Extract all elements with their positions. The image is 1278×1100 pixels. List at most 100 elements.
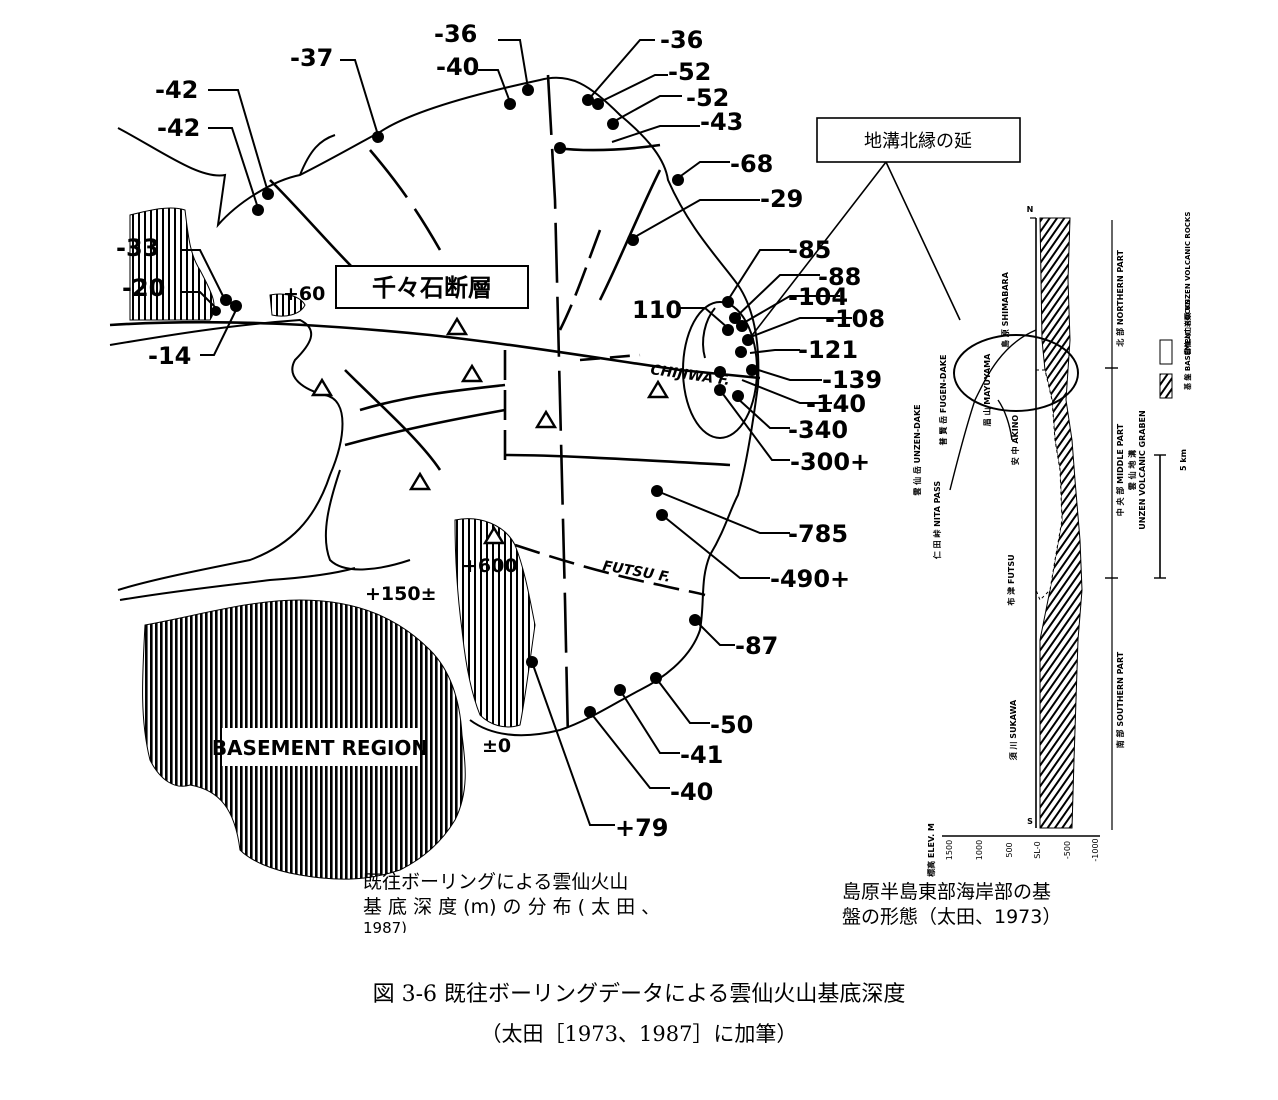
depth-label: -40 [436, 53, 479, 81]
borehole [262, 188, 274, 200]
ne-diagonal-2 [558, 229, 602, 331]
depth-label: +600 [462, 555, 518, 577]
borehole [714, 384, 726, 396]
fault-label-box [335, 265, 529, 309]
depth-label: -52 [686, 84, 729, 112]
volcano-icon [646, 379, 670, 399]
depth-label: -108 [825, 305, 885, 333]
volcano-icon [482, 525, 506, 545]
km-bottom: S [1027, 817, 1033, 826]
depth-label: -104 [788, 283, 848, 311]
depth-label: -88 [818, 263, 861, 291]
borehole [554, 142, 566, 154]
borehole [584, 706, 596, 718]
borehole [729, 312, 741, 324]
graben-line-1 [579, 353, 641, 362]
depth-label: 110 [632, 296, 682, 324]
cross-section: 北 部 NORTHERN PART 中 央 部 MIDDLE PART 雲 仙 … [912, 205, 1192, 877]
depth-label: -14 [148, 342, 191, 370]
figure-subtitle: （太田［1973、1987］に加筆） [480, 1022, 798, 1046]
depth-label: -36 [434, 20, 477, 48]
label-unzendake: 雲 仙 岳 UNZEN-DAKE [912, 404, 922, 495]
hatch-small [269, 293, 306, 317]
label-middle: 中 央 部 MIDDLE PART [1115, 423, 1125, 516]
depth-label: -85 [788, 236, 831, 264]
central-axis [546, 74, 570, 741]
borehole [582, 94, 594, 106]
elev-tick: 1500 [945, 840, 954, 860]
label-graben: 雲 仙 地 溝 [1127, 450, 1137, 490]
section-topography [949, 329, 1037, 491]
depth-label: -20 [122, 274, 165, 302]
depth-label: -87 [735, 632, 778, 660]
scale-label: 5 km [1179, 449, 1188, 471]
depth-label: -50 [710, 711, 753, 739]
map-caption-line: 1987) [363, 920, 408, 933]
volcano-icon [534, 409, 558, 429]
depth-label: -300+ [790, 448, 870, 476]
borehole [614, 684, 626, 696]
section-volcanic [1035, 369, 1063, 601]
fault-label-chijiwa-jp: 千々石断層 [372, 274, 492, 302]
futsu-fault-label: FUTSU F. [601, 558, 671, 586]
borehole [651, 485, 663, 497]
elev-tick: -1000 [1091, 838, 1100, 861]
borehole [372, 131, 384, 143]
depth-label: -41 [680, 741, 723, 769]
depth-label: -29 [760, 185, 803, 213]
depth-label: -340 [788, 416, 848, 444]
map-caption-line: 既往ボーリングによる雲仙火山 [363, 871, 629, 893]
section-caption-line: 盤の形態（太田、1973） [842, 906, 1062, 928]
borehole [650, 672, 662, 684]
leader-lines [180, 39, 852, 826]
depth-label: -42 [155, 76, 198, 104]
borehole [714, 366, 726, 378]
basement-region-label: BASEMENT REGION [212, 736, 428, 760]
depth-label: -36 [660, 26, 703, 54]
borehole [732, 390, 744, 402]
label-southern: 南 部 SOUTHERN PART [1115, 651, 1125, 748]
map-caption: 既往ボーリングによる雲仙火山 基 底 深 度 (m) の 分 布 ( 太 田 、… [363, 870, 723, 933]
elev-tick: SL-0 [1033, 841, 1042, 858]
volcano-icon [408, 471, 432, 491]
basement-label-box [222, 728, 418, 766]
depth-label: -140 [806, 390, 866, 418]
highlight-ellipse-section [953, 334, 1079, 412]
depth-label: +150± [365, 583, 437, 605]
map-caption-line: 基 底 深 度 (m) の 分 布 ( 太 田 、 [363, 896, 661, 918]
borehole [252, 204, 264, 216]
depth-label: -490+ [770, 565, 850, 593]
inner-bay-line [324, 469, 411, 571]
depth-label: -42 [157, 114, 200, 142]
label-mayuyama: 眉 山 MAYUYAMA [982, 353, 992, 426]
depth-label: -68 [730, 150, 773, 178]
inner-line-1 [344, 369, 442, 471]
depth-label: -139 [822, 366, 882, 394]
borehole [220, 294, 232, 306]
legend-volcanic-swatch [1159, 339, 1173, 365]
borehole [735, 346, 747, 358]
elev-axis-title: 標高 ELEV. M [926, 823, 936, 877]
label-graben-en: UNZEN VOLCANIC GRABEN [1138, 410, 1147, 529]
volcano-icon [460, 363, 484, 383]
borehole [607, 118, 619, 130]
graben-note: 地溝北縁の延 [864, 131, 972, 152]
borehole [672, 174, 684, 186]
figure-canvas: -36 -40 -37 -42 -42 -36 -52 -52 -43 -68 … [109, 20, 1192, 880]
borehole [592, 98, 604, 110]
elev-tick: -500 [1063, 841, 1072, 859]
depth-label: -43 [700, 108, 743, 136]
depth-label: -40 [670, 778, 713, 806]
depth-label: -33 [116, 234, 159, 262]
northwest-fault [269, 179, 356, 271]
borehole [211, 306, 221, 316]
volcano-triangles [310, 316, 670, 545]
borehole [722, 324, 734, 336]
borehole [522, 84, 534, 96]
depth-label: +60 [283, 283, 325, 305]
graben-note-box [816, 117, 1021, 163]
depth-label: +79 [615, 814, 669, 842]
northwest-fault-2 [369, 149, 442, 251]
graben-note-pointers [749, 161, 961, 339]
borehole [736, 320, 748, 332]
